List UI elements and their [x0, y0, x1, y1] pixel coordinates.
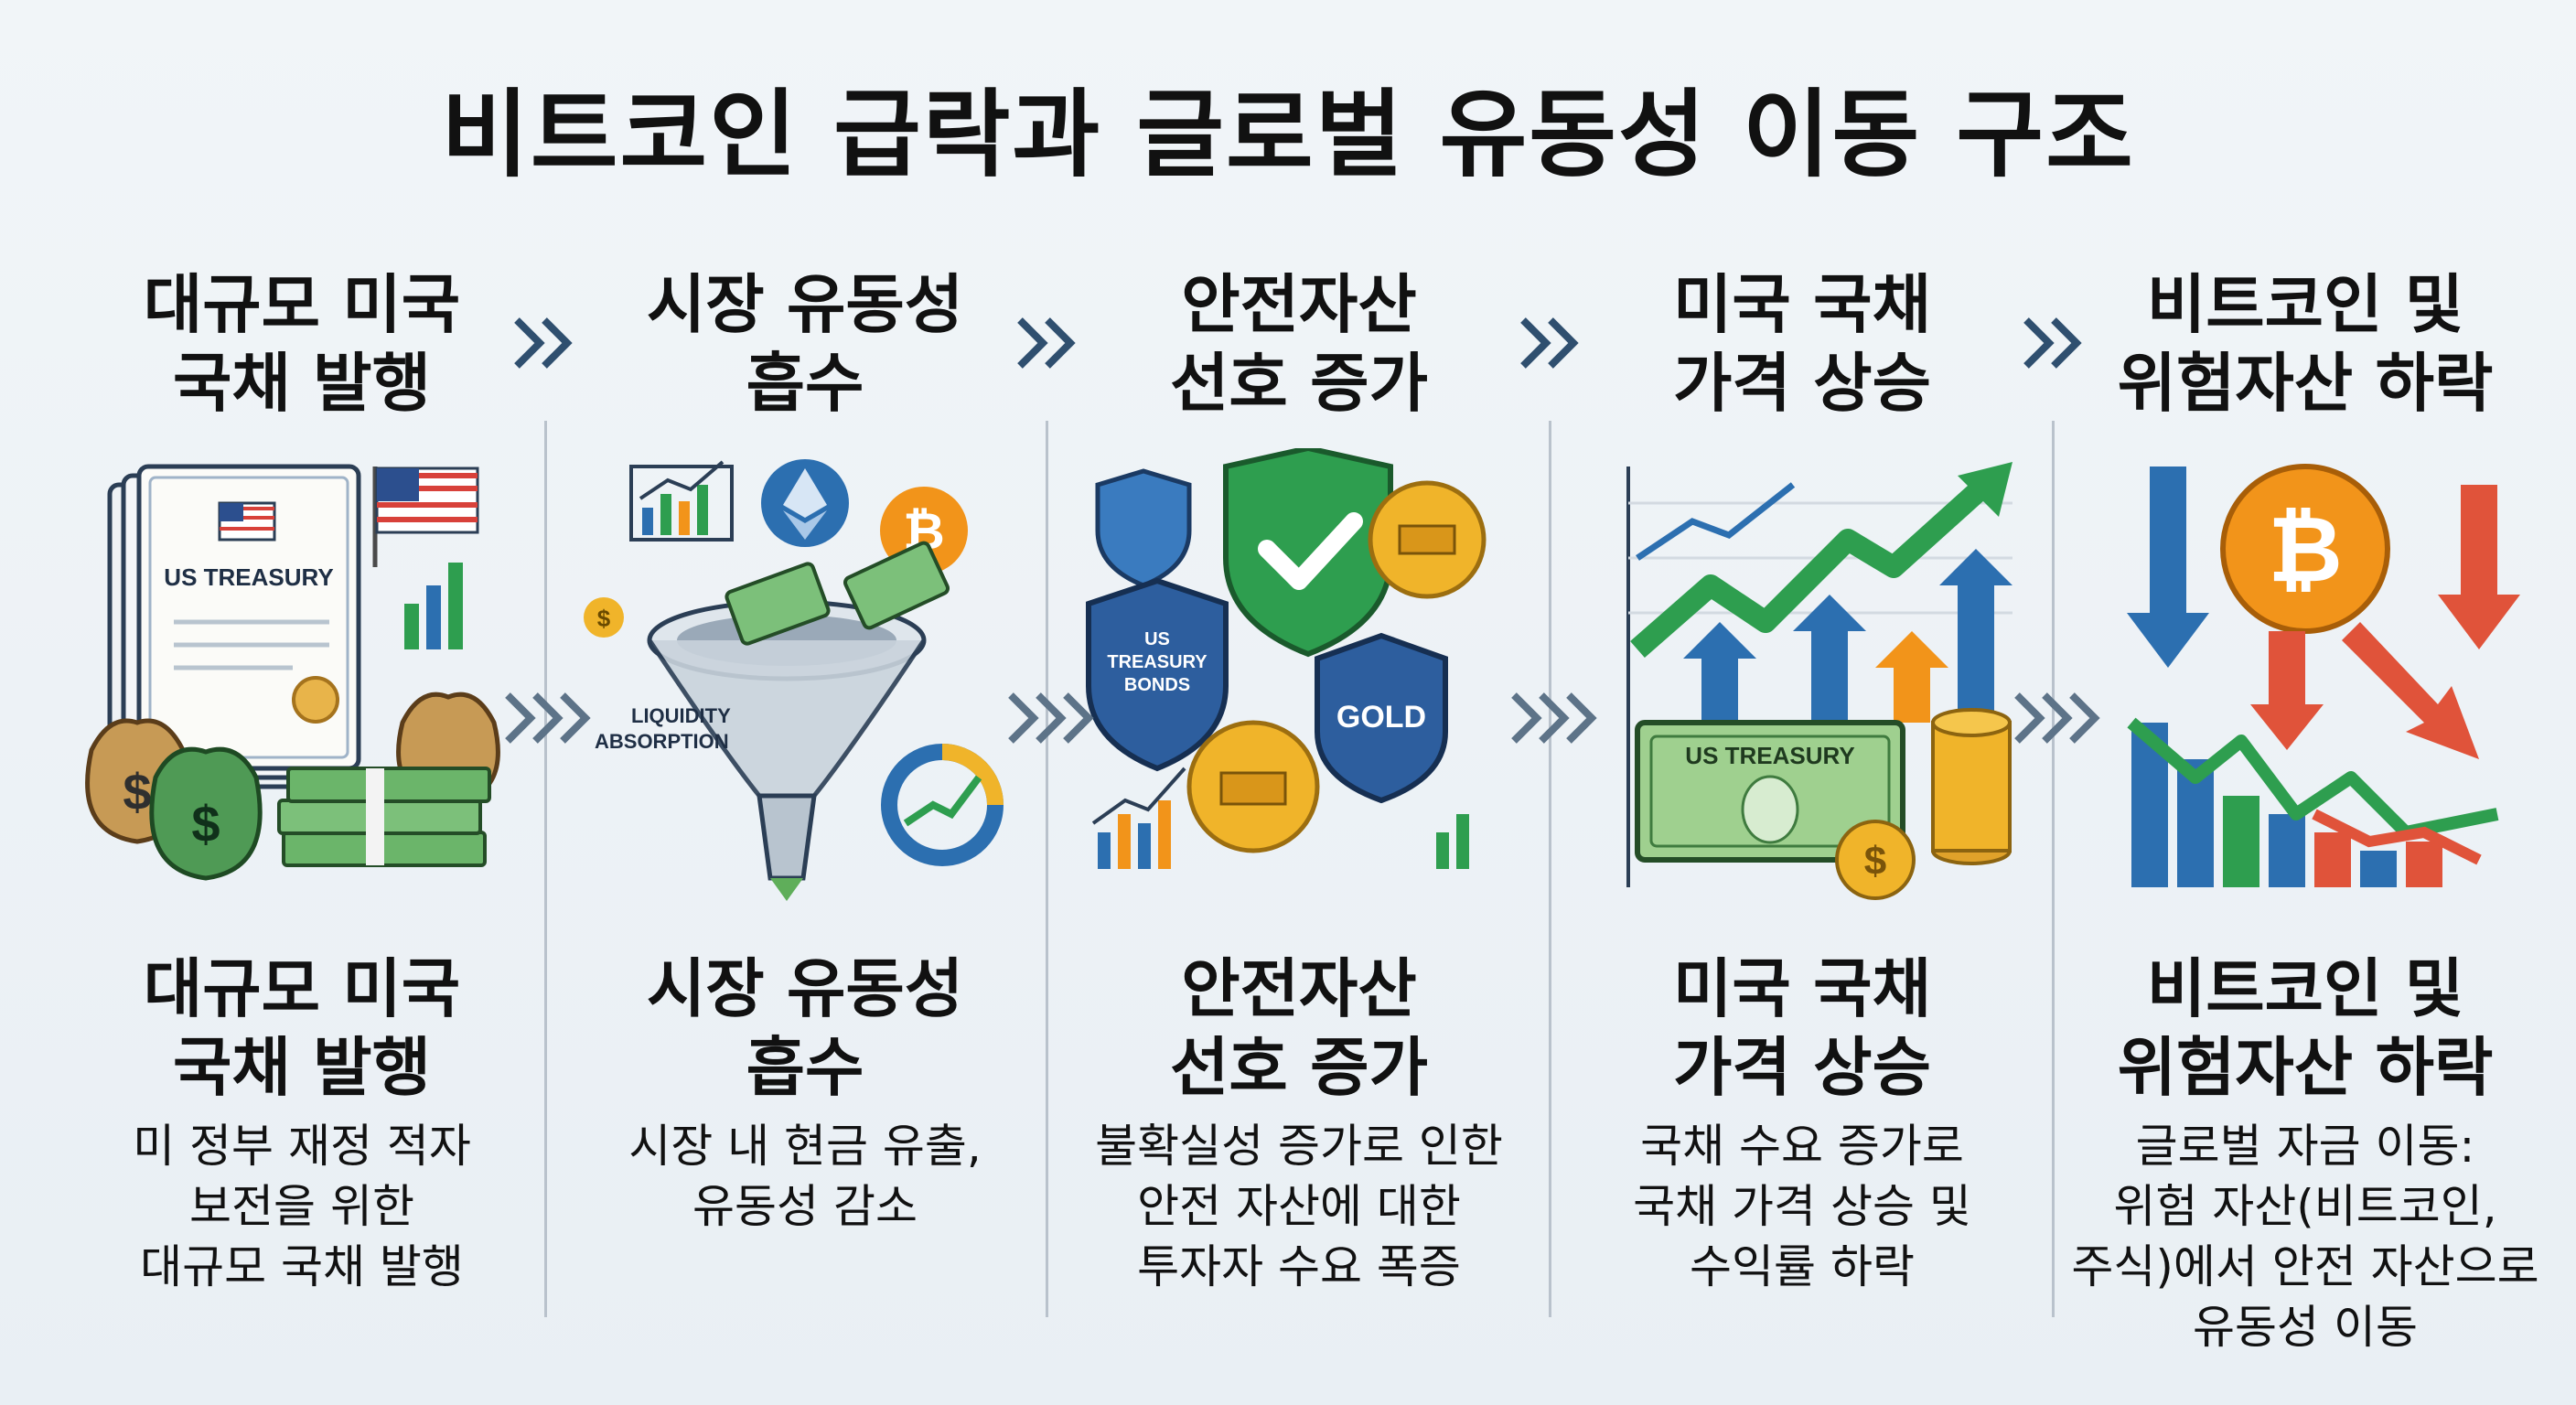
step-5-subheading: 비트코인 및 위험자산 하락 [2117, 951, 2494, 1105]
shield-check-icon: US TREASURY BONDS GOLD [1086, 448, 1487, 869]
bitcoin-icon: ₿ [2268, 499, 2343, 601]
step-1: 대규모 미국 국채 발행 US TREASURY [73, 265, 531, 1363]
chevron-right-icon [1514, 311, 1596, 375]
treasury-price-rise-illustration: US TREASURY $ [1573, 448, 2031, 1180]
svg-text:US: US [1144, 629, 1170, 649]
liquidity-label: LIQUIDITY [631, 704, 731, 727]
chevron-right-icon [2017, 311, 2099, 375]
us-treasury-banknote-label: US TREASURY [1685, 742, 1854, 769]
svg-text:$: $ [123, 763, 151, 820]
step-4-subheading: 미국 국채 가격 상승 [1673, 951, 1931, 1105]
step-1-subheading: 대규모 미국 국채 발행 [143, 951, 461, 1105]
divider-1 [544, 421, 547, 1317]
funnel-icon: ₿ $ LIQUIDITY ABSORPTION [584, 459, 1004, 901]
step-5: 비트코인 및 위험자산 하락 ₿ 비트코인 및 위험자산 하락 글로벌 자금 이… [2071, 265, 2538, 1363]
step-2: 시장 유동성 흡수 ₿ $ [576, 265, 1034, 1363]
down-arrow-icon: ₿ [2127, 464, 2520, 887]
chevron-right-icon [1011, 311, 1093, 375]
step-2-heading: 시장 유동성 흡수 [646, 267, 964, 421]
absorption-label: ABSORPTION [595, 730, 729, 753]
svg-text:$: $ [191, 795, 220, 853]
liquidity-absorption-illustration: ₿ $ LIQUIDITY ABSORPTION [576, 448, 1034, 1180]
gold-label: GOLD [1336, 700, 1426, 735]
svg-text:$: $ [1864, 839, 1886, 884]
svg-text:BONDS: BONDS [1124, 675, 1190, 695]
step-3-subheading: 안전자산 선호 증가 [1170, 951, 1428, 1105]
step-5-description: 글로벌 자금 이동: 위험 자산(비트코인, 주식)에서 안전 자산으로 유동성… [2071, 1120, 2539, 1354]
divider-4 [2052, 421, 2055, 1317]
svg-text:TREASURY: TREASURY [1107, 652, 1208, 672]
divider-2 [1046, 421, 1048, 1317]
divider-3 [1549, 421, 1551, 1317]
step-3: 안전자산 선호 증가 US TREASURY BONDS GOLD [1070, 265, 1528, 1363]
chevron-right-icon [2008, 686, 2109, 750]
treasury-document-icon: US TREASURY $ $ [85, 464, 500, 881]
up-arrow-icon: US TREASURY $ [1626, 462, 2012, 900]
safe-asset-illustration: US TREASURY BONDS GOLD [1070, 448, 1528, 1180]
risk-asset-decline-illustration: ₿ [2077, 448, 2534, 1180]
step-1-description: 미 정부 재정 적자 보전을 위한 대규모 국채 발행 [133, 1120, 471, 1293]
treasury-issuance-illustration: US TREASURY $ $ [73, 448, 531, 1180]
svg-text:$: $ [597, 605, 611, 632]
step-4-heading: 미국 국채 가격 상승 [1673, 267, 1931, 421]
step-4-description: 국채 수요 증가로 국채 가격 상승 및 수익률 하락 [1633, 1120, 1971, 1293]
chevron-right-icon [1505, 686, 1605, 750]
step-1-heading: 대규모 미국 국채 발행 [143, 267, 461, 421]
chevron-right-icon [499, 686, 599, 750]
step-3-description: 불확실성 증가로 인한 안전 자산에 대한 투자자 수요 폭증 [1095, 1120, 1503, 1293]
step-2-description: 시장 내 현금 유출, 유동성 감소 [628, 1120, 982, 1233]
chevron-right-icon [508, 311, 590, 375]
step-3-heading: 안전자산 선호 증가 [1170, 267, 1428, 421]
us-treasury-label: US TREASURY [164, 563, 333, 591]
step-2-subheading: 시장 유동성 흡수 [646, 951, 964, 1105]
step-4: 미국 국채 가격 상승 US TREASURY $ [1573, 265, 2031, 1363]
step-5-heading: 비트코인 및 위험자산 하락 [2117, 267, 2494, 421]
chevron-right-icon [1002, 686, 1102, 750]
page-title: 비트코인 급락과 글로벌 유동성 이동 구조 [441, 79, 2135, 190]
